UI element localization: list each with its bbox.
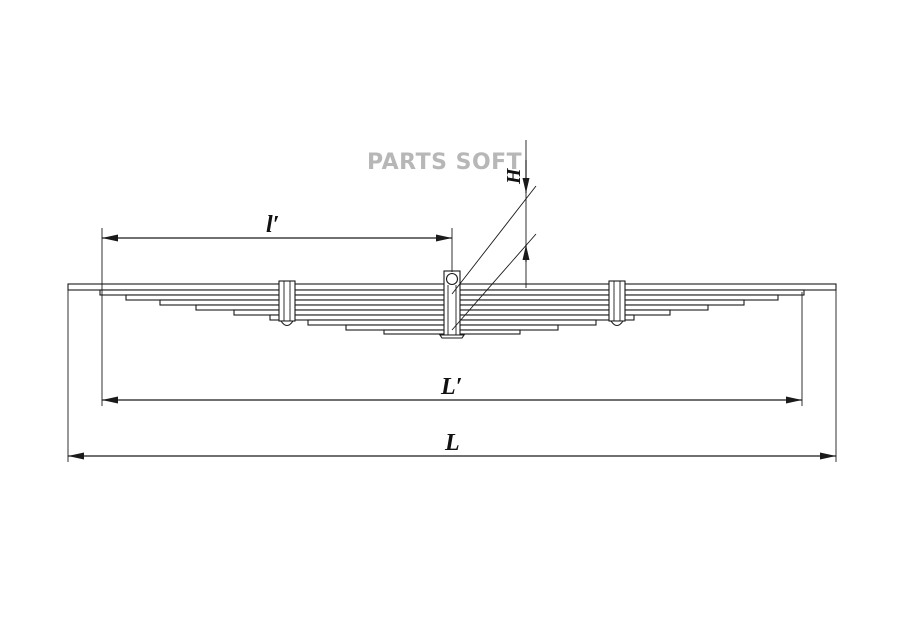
center-bolt-head [445,272,459,286]
right-clip-bolt [609,320,625,327]
L-prime-label: L′ [440,374,462,400]
dimension-l-prime: l′ [102,212,452,242]
left-clip [278,280,296,322]
right-clip [608,280,626,322]
dimension-L-prime: L′ [102,374,802,404]
dimension-H: H [451,160,537,331]
dimension-L: L [68,430,836,460]
left-clip-bolt [279,320,295,327]
H-label: H [503,167,525,185]
l-prime-label: l′ [266,212,279,238]
L-label: L [444,430,460,456]
watermark-text: PARTS SOFT [367,150,522,175]
extension-lines [67,140,837,462]
leaf-spring-assembly [67,270,837,339]
center-bolt-nut [438,334,466,339]
